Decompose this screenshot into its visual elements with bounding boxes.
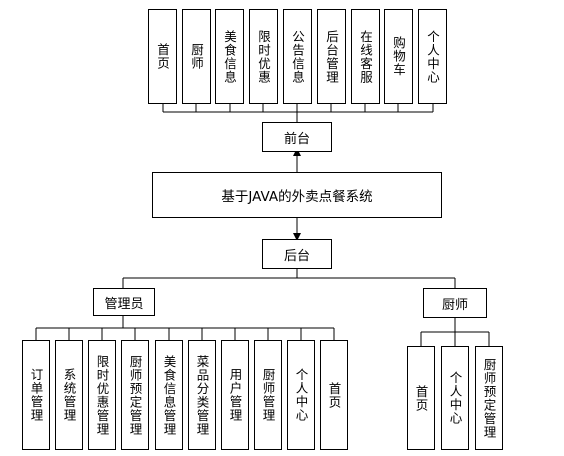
admin-node: 管理员 [93, 288, 155, 316]
admin-item-profile: 个人中心 [287, 340, 315, 450]
admin-item-order-mgmt: 订单管理 [22, 340, 50, 450]
admin-item-system-mgmt: 系统管理 [55, 340, 83, 450]
admin-item-food-info-mgmt: 美食信息管理 [155, 340, 183, 450]
admin-item-chef-mgmt: 厨师管理 [254, 340, 282, 450]
chef-item-chef-booking-mgmt: 厨师预定管理 [475, 346, 503, 450]
frontend-item-announcements: 公告信息 [283, 9, 312, 104]
admin-item-dish-category-mgmt: 菜品分类管理 [188, 340, 216, 450]
frontend-item-food-info: 美食信息 [215, 9, 244, 104]
admin-item-home: 首页 [320, 340, 348, 450]
backend-node: 后台 [262, 239, 332, 269]
frontend-item-backend-admin: 后台管理 [317, 9, 346, 104]
chef-node: 厨师 [423, 288, 487, 318]
admin-item-user-mgmt: 用户管理 [221, 340, 249, 450]
chef-item-home: 首页 [407, 346, 435, 450]
frontend-item-chef: 厨师 [182, 9, 211, 104]
frontend-item-profile: 个人中心 [418, 9, 447, 104]
frontend-item-home: 首页 [148, 9, 177, 104]
system-title: 基于JAVA的外卖点餐系统 [152, 172, 442, 218]
admin-item-flash-sale-mgmt: 限时优惠管理 [88, 340, 116, 450]
frontend-item-cart: 购物车 [384, 9, 413, 104]
frontend-node: 前台 [262, 122, 332, 152]
chef-item-profile: 个人中心 [441, 346, 469, 450]
frontend-item-online-service: 在线客服 [351, 9, 380, 104]
admin-item-chef-booking-mgmt: 厨师预定管理 [121, 340, 149, 450]
frontend-item-flash-sale: 限时优惠 [249, 9, 278, 104]
